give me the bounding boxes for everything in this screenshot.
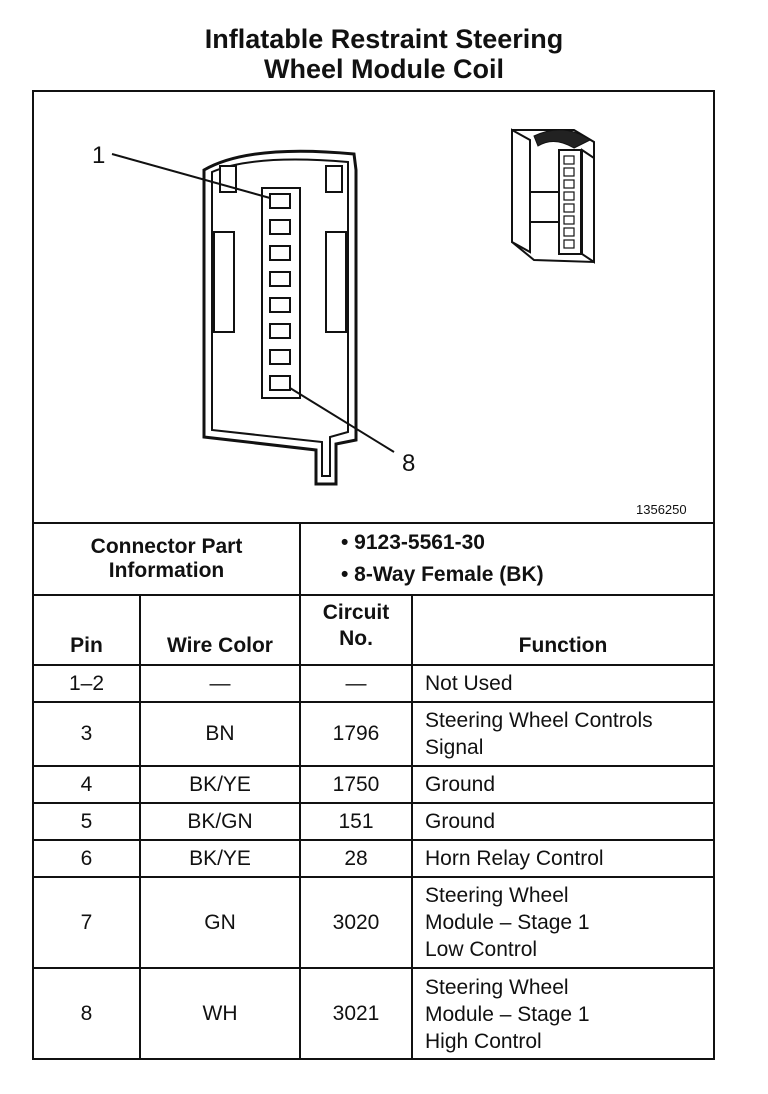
table-row: 1–2——Not Used — [34, 664, 713, 702]
function-line: Signal — [425, 736, 484, 759]
header-wire-color: Wire Color — [139, 594, 300, 665]
connector-type: • 8-Way Female (BK) — [341, 563, 544, 586]
cell-wire-color: WH — [139, 967, 300, 1059]
function-line: Module – Stage 1 — [425, 1002, 590, 1026]
cavity-8 — [269, 375, 291, 391]
cell-circuit: — — [299, 664, 412, 702]
function-line: Not Used — [425, 672, 513, 695]
connector-diagram: 1 8 1356250 — [34, 92, 713, 522]
function-line: Ground — [425, 773, 496, 796]
cavity-5 — [269, 297, 291, 313]
function-line: Module – Stage 1 — [425, 911, 590, 934]
function-line: Horn Relay Control — [425, 847, 604, 870]
cell-wire-color: BK/YE — [139, 765, 300, 803]
cell-pin: 7 — [34, 876, 140, 968]
left-latch — [213, 231, 235, 333]
cell-function: Ground — [411, 802, 713, 840]
cell-pin: 3 — [34, 701, 140, 766]
connector-table: Connector Part Information • 9123-5561-3… — [34, 522, 713, 1059]
connector-info-row: Connector Part Information • 9123-5561-3… — [34, 522, 713, 595]
top-notch-right — [325, 165, 343, 193]
callout-1: 1 — [92, 142, 106, 169]
cavity-2 — [269, 219, 291, 235]
cell-circuit: 151 — [299, 802, 412, 840]
cell-pin: 6 — [34, 839, 140, 877]
cavity-1 — [269, 193, 291, 209]
callout-8: 8 — [402, 450, 416, 477]
header-function: Function — [411, 594, 713, 665]
title-line-2: Wheel Module Coil — [264, 54, 504, 84]
function-line: Low Control — [425, 938, 538, 961]
header-circuit: Circuit No. — [299, 594, 412, 665]
function-line: Steering Wheel — [425, 884, 569, 907]
cavity-group — [269, 193, 291, 391]
cell-pin: 8 — [34, 967, 140, 1059]
cell-wire-color: BK/YE — [139, 839, 300, 877]
cell-circuit: 28 — [299, 839, 412, 877]
table-header-row: Pin Wire Color Circuit No. Function — [34, 594, 713, 665]
cell-pin: 4 — [34, 765, 140, 803]
connector-iso-view — [511, 128, 595, 264]
header-pin: Pin — [34, 594, 140, 665]
cell-wire-color: — — [139, 664, 300, 702]
cell-function: Ground — [411, 765, 713, 803]
cell-function: Not Used — [411, 664, 713, 702]
cavity-4 — [269, 271, 291, 287]
function-line: Steering Wheel Controls — [425, 709, 653, 732]
cavity-3 — [269, 245, 291, 261]
cell-circuit: 1796 — [299, 701, 412, 766]
connector-outer-outline — [202, 149, 358, 486]
cell-wire-color: BK/GN — [139, 802, 300, 840]
cell-wire-color: GN — [139, 876, 300, 968]
part-number: • 9123-5561-30 — [341, 531, 485, 554]
connector-info-details: • 9123-5561-30 • 8-Way Female (BK) — [299, 522, 713, 595]
connector-info-label: Connector Part Information — [34, 522, 300, 595]
cell-pin: 1–2 — [34, 664, 140, 702]
cell-circuit: 3020 — [299, 876, 412, 968]
callout-8-leader — [289, 387, 395, 453]
callout-1-leader — [111, 153, 271, 199]
cell-wire-color: BN — [139, 701, 300, 766]
title-line-1: Inflatable Restraint Steering — [204, 24, 564, 54]
function-line: Ground — [425, 810, 496, 833]
part-code: 1356250 — [636, 502, 687, 517]
cavity-6 — [269, 323, 291, 339]
function-line: Steering Wheel — [425, 975, 569, 999]
cavity-7 — [269, 349, 291, 365]
connector-drawing — [111, 128, 595, 486]
connector-frame: 1 8 1356250 Connector Part Information •… — [32, 90, 715, 1060]
cell-pin: 5 — [34, 802, 140, 840]
cell-circuit: 1750 — [299, 765, 412, 803]
page-title: Inflatable Restraint Steering Wheel Modu… — [0, 24, 768, 84]
right-latch — [325, 231, 347, 333]
cell-circuit: 3021 — [299, 967, 412, 1059]
cell-function: Horn Relay Control — [411, 839, 713, 877]
function-line: High Control — [425, 1029, 542, 1053]
